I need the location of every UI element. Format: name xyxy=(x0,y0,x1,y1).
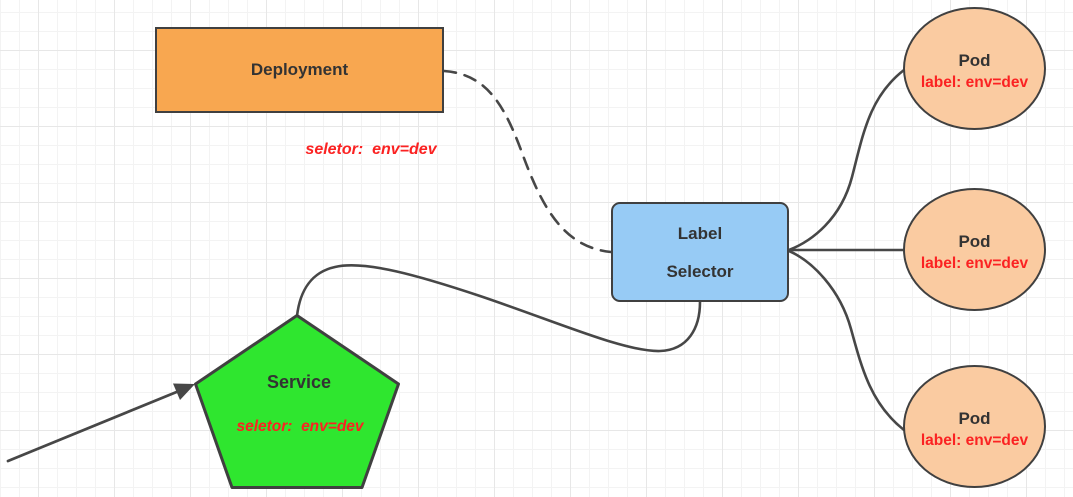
service-label: Service xyxy=(266,372,332,392)
label-selector-node[interactable]: Label Selector xyxy=(611,202,789,302)
pod-node-3[interactable]: Pod label: env=dev xyxy=(903,365,1046,488)
pod-3-title: Pod xyxy=(958,408,991,428)
selector-to-pod1-edge xyxy=(787,68,906,252)
deployment-selector-note: seletor: env=dev xyxy=(305,141,437,158)
selector-to-pod3-edge xyxy=(787,249,906,432)
pod-1-title: Pod xyxy=(958,50,991,70)
pod-2-label: label: env=dev xyxy=(920,254,1029,272)
incoming-arrow-line xyxy=(6,389,181,463)
deployment-label: Deployment xyxy=(250,60,349,79)
service-node-shape[interactable] xyxy=(194,314,400,489)
pod-3-label: label: env=dev xyxy=(920,431,1029,449)
service-to-selector-edge xyxy=(295,264,702,353)
label-selector-line1: Label xyxy=(677,223,723,243)
incoming-arrow-head xyxy=(173,383,195,400)
pod-2-title: Pod xyxy=(958,231,991,251)
pod-node-2[interactable]: Pod label: env=dev xyxy=(903,188,1046,311)
label-selector-line2: Selector xyxy=(666,261,734,281)
deployment-node[interactable]: Deployment xyxy=(155,27,444,113)
pod-node-1[interactable]: Pod label: env=dev xyxy=(903,7,1046,130)
deployment-to-selector-edge xyxy=(442,69,613,254)
pod-1-label: label: env=dev xyxy=(920,73,1029,91)
service-selector-note: seletor: env=dev xyxy=(236,418,364,435)
